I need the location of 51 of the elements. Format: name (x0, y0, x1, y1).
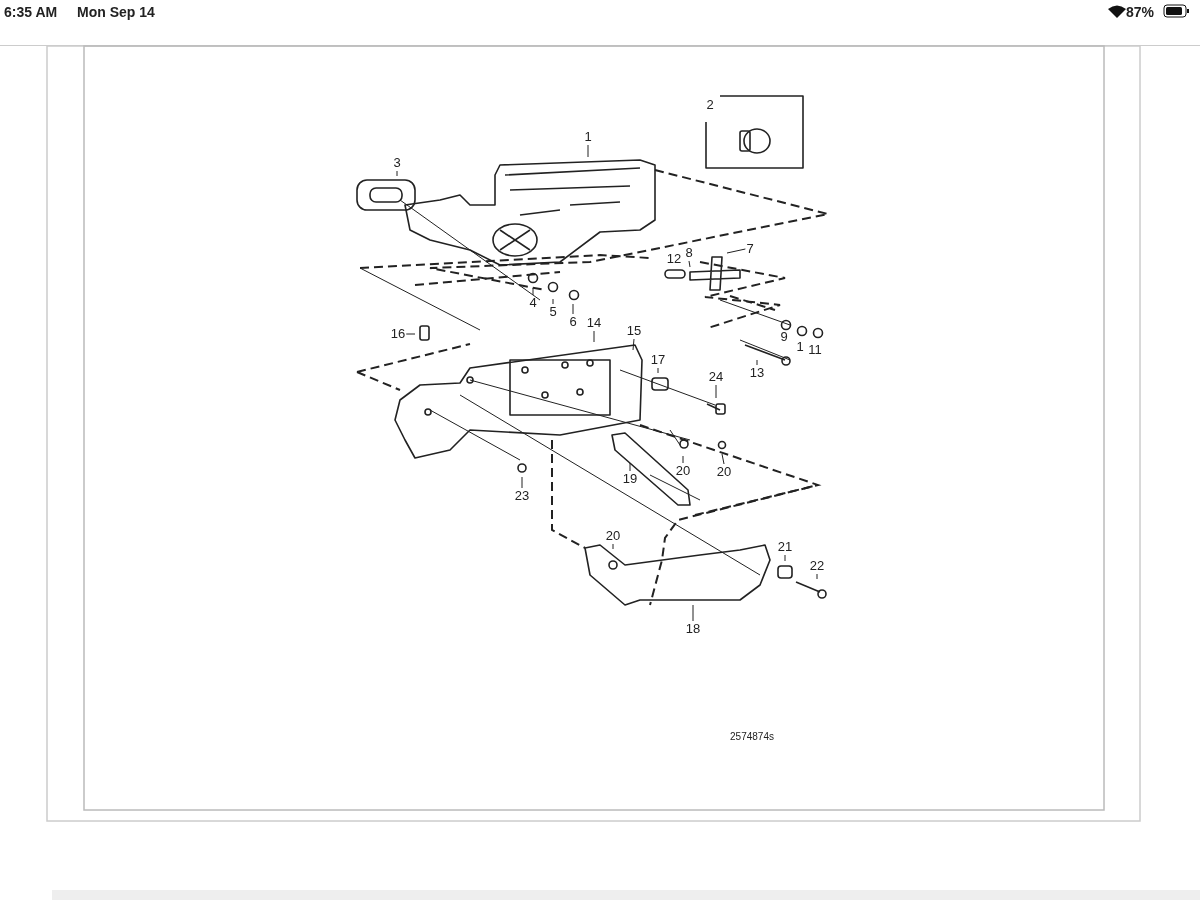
leader-line (572, 303, 574, 315)
callout-number: 22 (809, 559, 825, 573)
callout-number: 5 (549, 305, 557, 319)
leader-line (784, 554, 786, 562)
status-bar-text: Mon Sep 14 (77, 5, 155, 19)
leader-line (396, 170, 398, 177)
leader-line (521, 476, 523, 489)
leader-line (726, 248, 746, 254)
status-bar-text: 6:35 AM (4, 5, 58, 19)
callout-number: 1 (584, 130, 592, 144)
leader-line (682, 455, 684, 464)
callout-number: 19 (622, 472, 638, 486)
drawing-number: 2574874s (730, 730, 774, 744)
callout-number: 17 (650, 353, 666, 367)
leader-line (692, 604, 694, 622)
leader-line (688, 260, 691, 268)
callout-number: 1 (796, 340, 804, 354)
leader-line (552, 298, 554, 305)
callout-number: 21 (777, 540, 793, 554)
callout-number: 11 (808, 343, 822, 357)
leader-line (632, 338, 635, 351)
callout-number: 9 (780, 330, 788, 344)
callout-number: 15 (626, 324, 642, 338)
callout-number: 20 (605, 529, 621, 543)
leader-line (405, 333, 416, 335)
leader-line (756, 359, 758, 366)
callout-number: 24 (708, 370, 724, 384)
leader-line (816, 573, 818, 580)
callout-number: 3 (393, 156, 401, 170)
callout-number: 2 (706, 98, 714, 112)
callout-number: 14 (586, 316, 602, 330)
callout-number: 4 (529, 296, 537, 310)
callout-number: 8 (685, 246, 693, 260)
callout-number: 23 (514, 489, 530, 503)
leader-line (612, 543, 614, 550)
status-bar-text: 87% (1126, 5, 1155, 19)
callout-number: 16 (390, 327, 406, 341)
callout-number: 12 (666, 252, 682, 266)
leader-line (593, 330, 595, 343)
leader-line (715, 384, 717, 399)
leader-line (657, 367, 659, 374)
leader-line (587, 144, 589, 158)
leader-line (721, 453, 725, 465)
callout-number: 18 (685, 622, 701, 636)
leader-line (629, 462, 631, 472)
callout-number: 20 (675, 464, 691, 478)
callout-number: 13 (749, 366, 765, 380)
callout-number: 7 (746, 242, 754, 256)
leader-line (532, 287, 534, 296)
callout-number: 20 (716, 465, 732, 479)
callout-number: 6 (569, 315, 577, 329)
